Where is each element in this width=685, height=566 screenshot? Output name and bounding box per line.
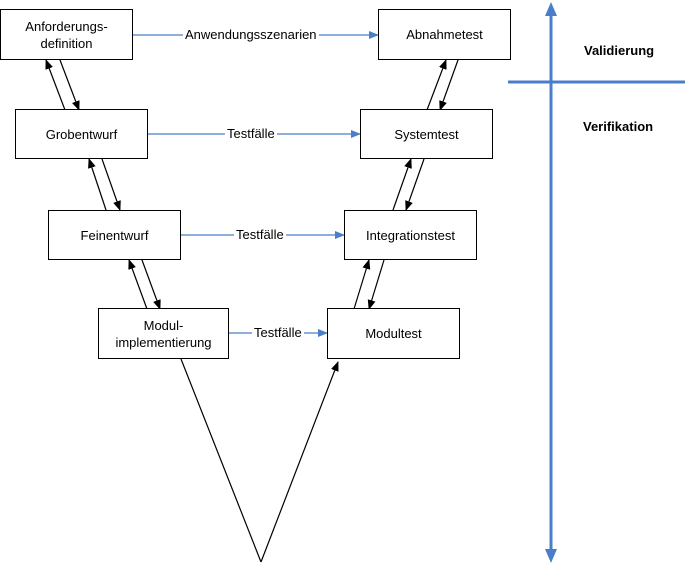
box-modulimplementierung-line2: implementierung xyxy=(115,334,212,350)
box-anforderungsdefinition: Anforderungs- definition xyxy=(0,9,133,60)
arrow-modultest-to-integration xyxy=(353,259,371,310)
v-right-line xyxy=(260,361,339,563)
validierung-label: Validierung xyxy=(584,43,655,58)
box-feinentwurf: Feinentwurf xyxy=(48,210,181,260)
box-integrationstest: Integrationstest xyxy=(344,210,477,260)
box-integrationstest-label: Integrationstest xyxy=(366,227,455,243)
box-anforderungsdefinition-line1: Anforderungs- xyxy=(25,18,108,34)
arrow-integration-to-modultest xyxy=(367,259,385,310)
arrow-integration-to-system xyxy=(392,158,412,211)
box-systemtest: Systemtest xyxy=(360,109,493,159)
arrow-fein-to-modul xyxy=(141,259,161,310)
connector-testfaelle-3-label: Testfälle xyxy=(252,325,304,340)
box-abnahmetest-label: Abnahmetest xyxy=(406,27,483,42)
arrow-fein-to-grob xyxy=(88,158,107,211)
arrow-abnahme-to-system xyxy=(439,59,459,111)
box-modultest: Modultest xyxy=(327,308,460,359)
arrow-system-to-integration xyxy=(405,158,425,211)
box-systemtest-label: Systemtest xyxy=(394,126,459,142)
box-feinentwurf-label: Feinentwurf xyxy=(80,227,149,243)
validation-axis-top-arrow xyxy=(545,2,557,16)
box-modultest-label: Modultest xyxy=(365,326,422,341)
connector-testfaelle-1-label: Testfälle xyxy=(225,126,277,141)
arrow-anforderung-to-grob xyxy=(59,59,80,111)
box-modulimplementierung: Modul- implementierung xyxy=(98,308,229,359)
box-anforderungsdefinition-line2: definition xyxy=(40,35,93,51)
arrow-grob-to-fein xyxy=(101,158,121,211)
verifikation-label: Verifikation xyxy=(583,119,654,134)
validation-axis-bottom-arrow xyxy=(545,549,557,563)
connector-testfaelle-2-label: Testfälle xyxy=(234,227,286,242)
box-abnahmetest: Abnahmetest xyxy=(378,9,511,60)
box-modulimplementierung-line1: Modul- xyxy=(143,317,184,333)
box-grobentwurf: Grobentwurf xyxy=(15,109,148,159)
arrow-grob-to-anforderung xyxy=(45,59,66,111)
arrow-system-to-abnahme xyxy=(426,59,447,111)
arrow-modul-to-fein xyxy=(128,259,148,310)
v-left-line xyxy=(180,358,262,563)
box-grobentwurf-label: Grobentwurf xyxy=(45,126,118,142)
connector-anwendungsszenarien-label: Anwendungsszenarien xyxy=(183,27,319,42)
